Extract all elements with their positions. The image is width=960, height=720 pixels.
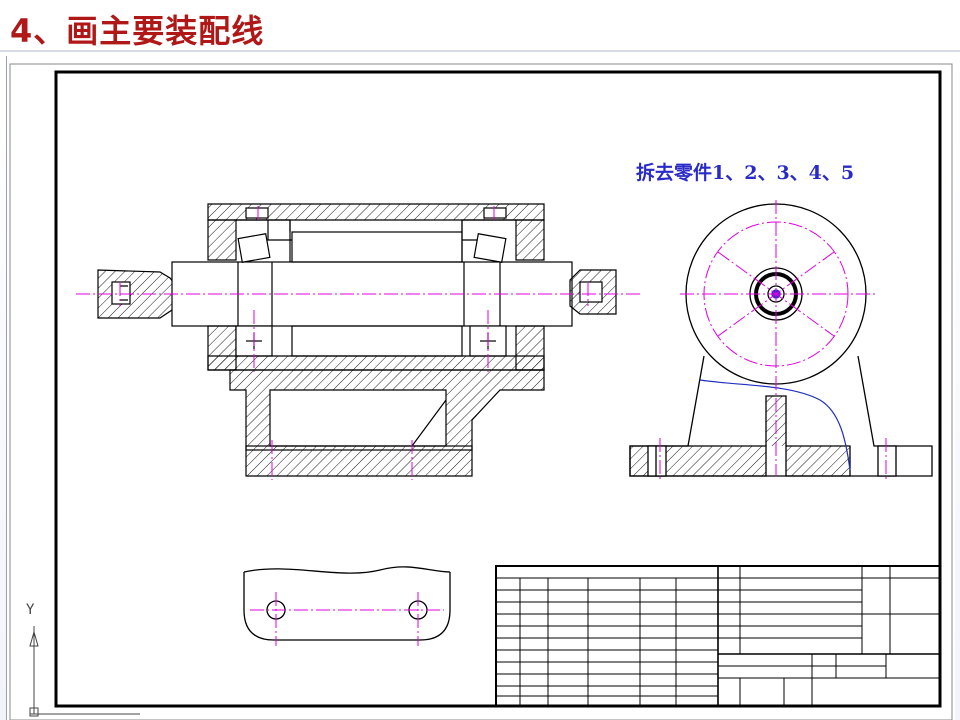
drawing-border-outer [9,63,953,720]
slide-title: 4、画主要装配线 [10,12,265,50]
base-plan-centerlines [250,592,444,646]
ucs-y-label: Y [26,602,35,618]
front-view-centerlines [76,206,640,480]
side-view-centerlines [659,200,887,482]
title-divider [0,50,960,52]
ucs-icon [29,626,140,717]
right-bearing-upper [473,233,507,263]
base-plan-view [243,566,451,641]
title-block [495,565,941,707]
side-view [629,203,933,477]
front-view [97,203,617,477]
drawing-note: 拆去零件1、2、3、4、5 [636,162,855,184]
left-bearing-upper [237,233,271,263]
side-view-blue-curve [699,379,851,471]
